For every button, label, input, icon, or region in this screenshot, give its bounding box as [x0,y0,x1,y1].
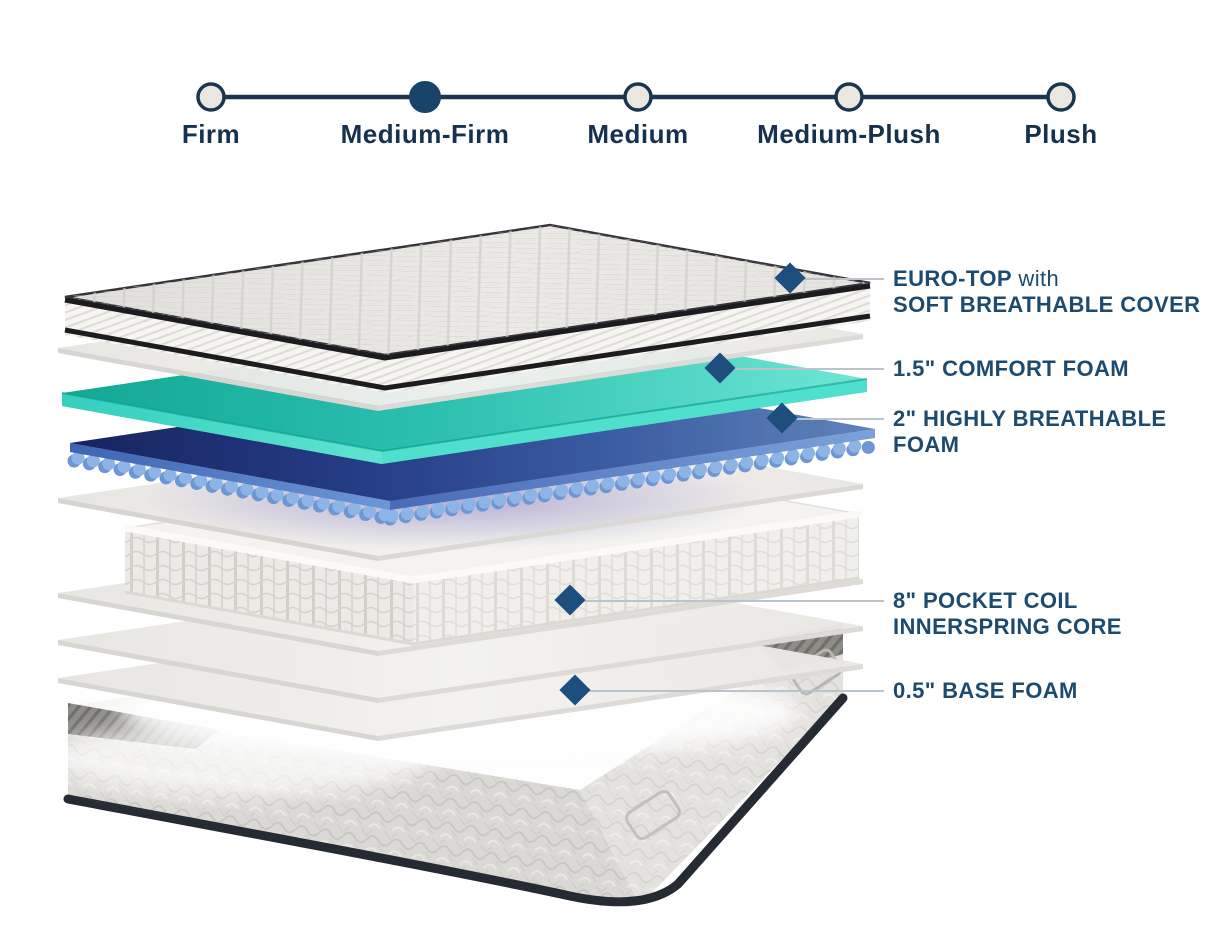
euro-top-piping [64,283,871,361]
label-line-1: 8" POCKET COIL [893,588,1078,613]
label-line-1: EURO-TOP with [893,266,1060,291]
scale-label-medium-plush: Medium-Plush [757,119,941,149]
base-stitched-patch [625,789,681,841]
base-bottom-piping [63,693,848,907]
label-line-2: FOAM [893,432,960,457]
scale-dot-plush [1046,82,1076,112]
label-line-2: INNERSPRING CORE [893,614,1122,639]
scale-dot-medium-plush [834,82,864,112]
layer-label-comfort-foam: 1.5" COMFORT FOAM [893,356,1129,382]
scale-dot-medium-firm [409,81,441,113]
euro-top-piping [64,313,871,391]
scale-dot-medium [623,82,653,112]
layer-label-breathable-foam: 2" HIGHLY BREATHABLE FOAM [893,406,1167,458]
firmness-scale: Firm Medium-Firm Medium Medium-Plush Plu… [182,81,1097,149]
layer-euro-top [64,223,871,393]
label-line-1: 0.5" BASE FOAM [893,678,1078,703]
scale-label-firm: Firm [182,119,240,149]
mattress-diagram [50,223,884,907]
label-line-1: 2" HIGHLY BREATHABLE [893,406,1167,431]
layer-label-euro-top: EURO-TOP with SOFT BREATHABLE COVER [893,266,1200,318]
scale-dot-firm [196,82,226,112]
layer-label-pocket-coil: 8" POCKET COIL INNERSPRING CORE [893,588,1122,640]
layer-label-base-foam: 0.5" BASE FOAM [893,678,1078,704]
scale-label-medium-firm: Medium-Firm [341,119,510,149]
label-line-2: SOFT BREATHABLE COVER [893,292,1201,317]
scale-label-medium: Medium [587,119,688,149]
label-line-1: 1.5" COMFORT FOAM [893,356,1130,381]
scale-label-plush: Plush [1024,119,1097,149]
annotation-connectors [584,278,884,692]
